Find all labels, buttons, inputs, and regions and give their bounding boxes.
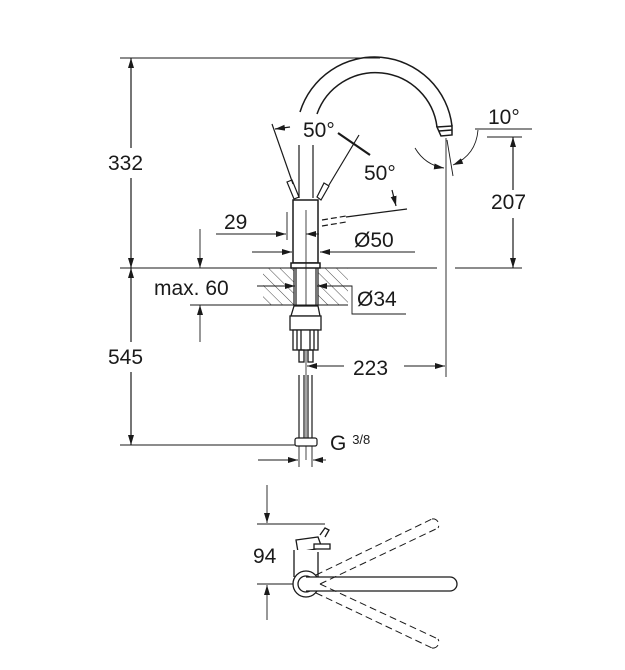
dim-top-view-depth: 94: [253, 545, 277, 568]
thread-fraction: 3/8: [352, 432, 371, 447]
dim-total-height: 332: [108, 152, 144, 175]
dim-lever-offset: 29: [224, 211, 248, 234]
dim-lever-angle-right: 50°: [364, 162, 396, 185]
extension-lines: [120, 57, 532, 446]
supply-hoses: [294, 375, 318, 467]
thread-letter: G: [330, 432, 347, 455]
spout: [299, 56, 453, 137]
dim-spout-reach: 223: [353, 357, 389, 380]
dim-below-deck: 545: [108, 346, 144, 369]
dim-spout-height: 207: [491, 191, 527, 214]
dim-body-diameter: Ø50: [354, 229, 394, 252]
top-view: [257, 485, 458, 649]
mounting-nut: [289, 305, 322, 363]
dim-spout-angle: 10°: [488, 106, 520, 129]
dim-hole-diameter: Ø34: [357, 288, 397, 311]
dim-max-deck-thickness: max. 60: [154, 277, 229, 300]
lever: [271, 123, 408, 227]
dim-connection-thread: G 3/8: [330, 433, 370, 454]
dim-lever-angle-left: 50°: [303, 119, 335, 142]
deck-section: [263, 268, 348, 306]
